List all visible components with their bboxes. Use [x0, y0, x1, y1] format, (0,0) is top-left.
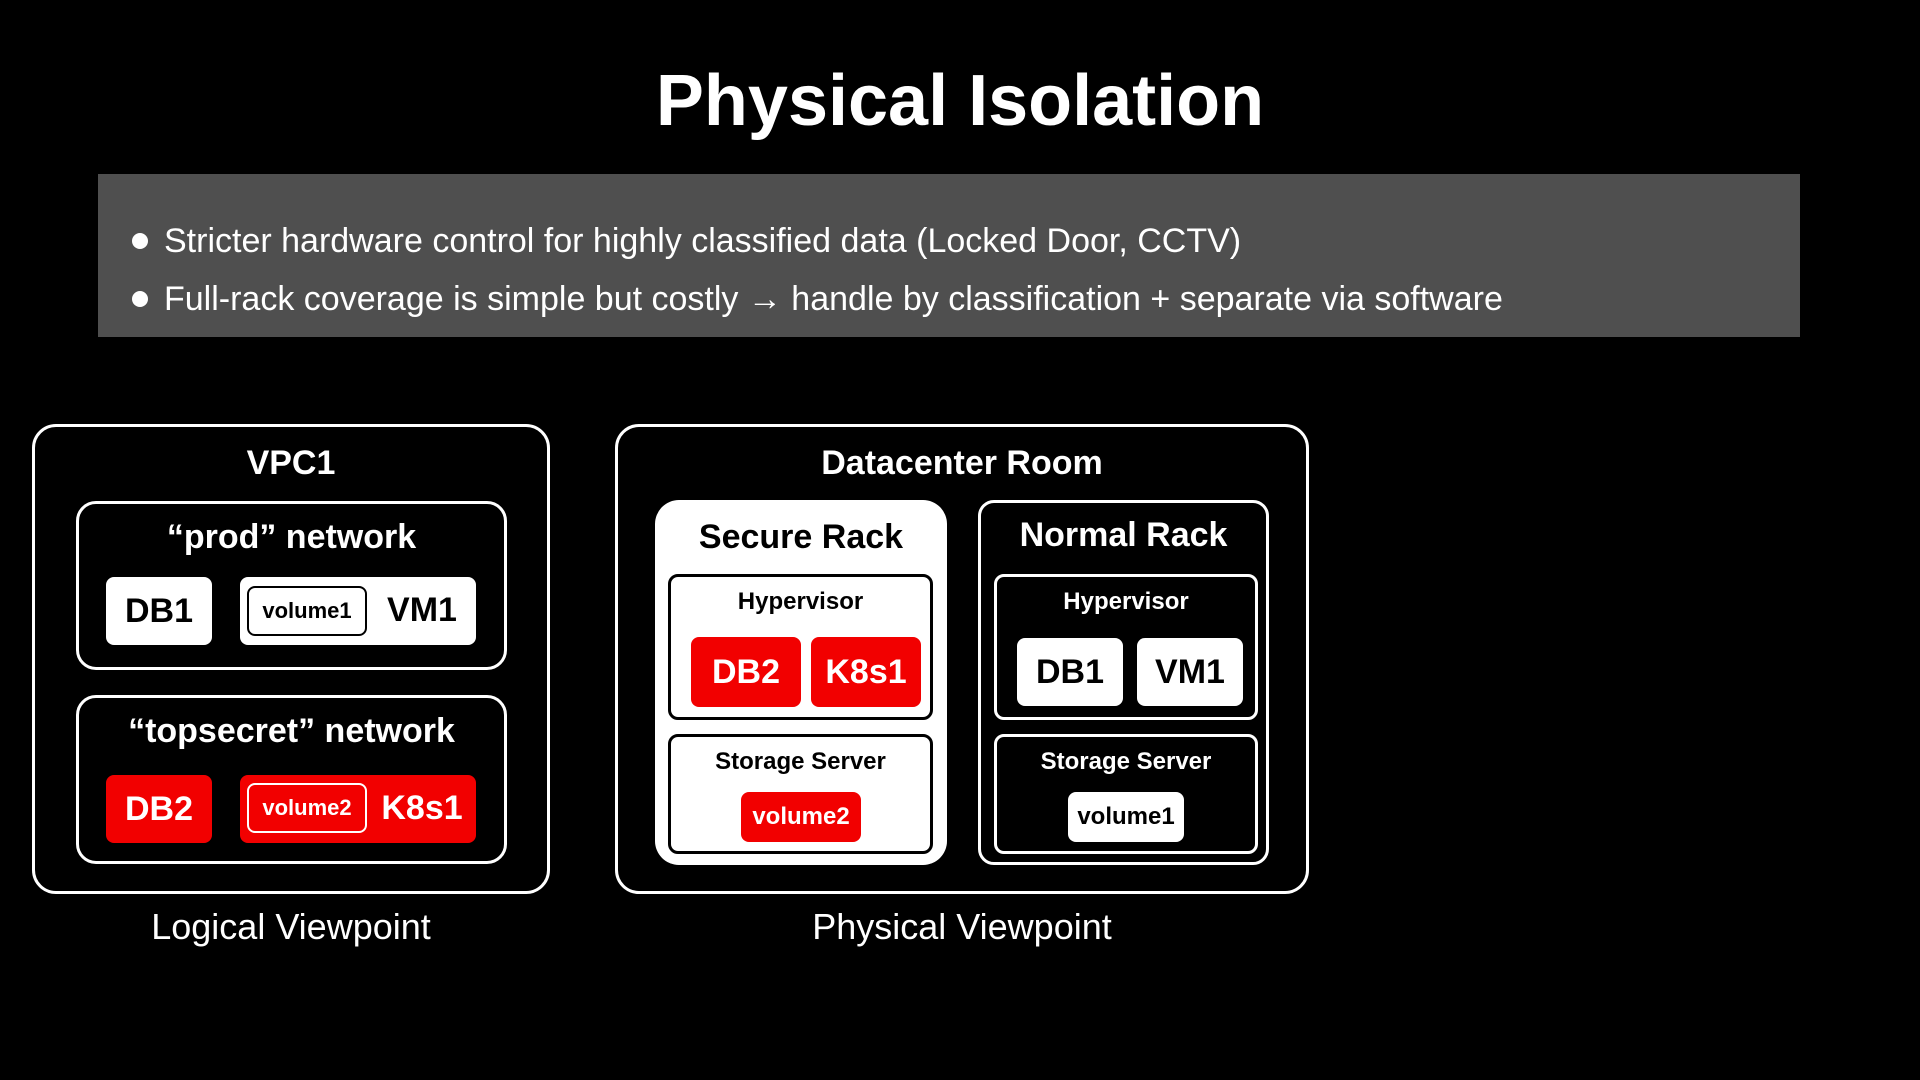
prod-volume-node: volume1	[247, 586, 367, 636]
bullet-text: Stricter hardware control for highly cla…	[164, 222, 1242, 260]
logical-viewpoint-caption: Logical Viewpoint	[151, 906, 431, 947]
normal-hypervisor-label: Hypervisor	[1063, 588, 1189, 615]
secure-k8s1-node: K8s1	[811, 637, 921, 707]
secure-rack-label: Secure Rack	[698, 518, 904, 556]
bullet-panel: Stricter hardware control for highly cla…	[98, 174, 1800, 337]
prod-vm-node	[240, 577, 476, 645]
secure-volume2-node: volume2	[741, 792, 861, 842]
bullet-item: Stricter hardware control for highly cla…	[132, 212, 1800, 270]
topsecret-vm-label: K8s1	[381, 789, 463, 827]
bullet-item: Full-rack coverage is simple but costly …	[132, 270, 1800, 328]
normal-storage-server-label: Storage Server	[1040, 748, 1212, 775]
bullet-dot-icon	[132, 291, 148, 307]
normal-rack-label: Normal Rack	[1019, 516, 1228, 554]
prod-vm-label: VM1	[387, 591, 457, 629]
bullet-dot-icon	[132, 233, 148, 249]
physical-viewpoint-caption: Physical Viewpoint	[812, 906, 1112, 947]
vpc-label: VPC1	[246, 444, 336, 482]
topsecret-network-label: “topsecret” network	[128, 712, 455, 750]
prod-network-label: “prod” network	[166, 518, 417, 556]
secure-storage-server-box	[668, 734, 933, 854]
secure-storage-server-label: Storage Server	[715, 748, 886, 775]
datacenter-room-label: Datacenter Room	[821, 444, 1103, 482]
prod-db-node: DB1	[106, 577, 212, 645]
topsecret-network-box	[76, 695, 507, 864]
secure-hypervisor-box	[668, 574, 933, 720]
bullet-text: Full-rack coverage is simple but costly …	[164, 280, 1503, 318]
page-title: Physical Isolation	[655, 61, 1265, 141]
topsecret-volume-node: volume2	[247, 783, 367, 833]
normal-volume1-node: volume1	[1068, 792, 1184, 842]
normal-storage-server-box	[994, 734, 1258, 854]
topsecret-db-node: DB2	[106, 775, 212, 843]
normal-hypervisor-box	[994, 574, 1258, 720]
normal-db1-node: DB1	[1017, 638, 1123, 706]
secure-db2-node: DB2	[691, 637, 801, 707]
normal-vm1-node: VM1	[1137, 638, 1243, 706]
secure-hypervisor-label: Hypervisor	[737, 588, 864, 615]
prod-network-box	[76, 501, 507, 670]
